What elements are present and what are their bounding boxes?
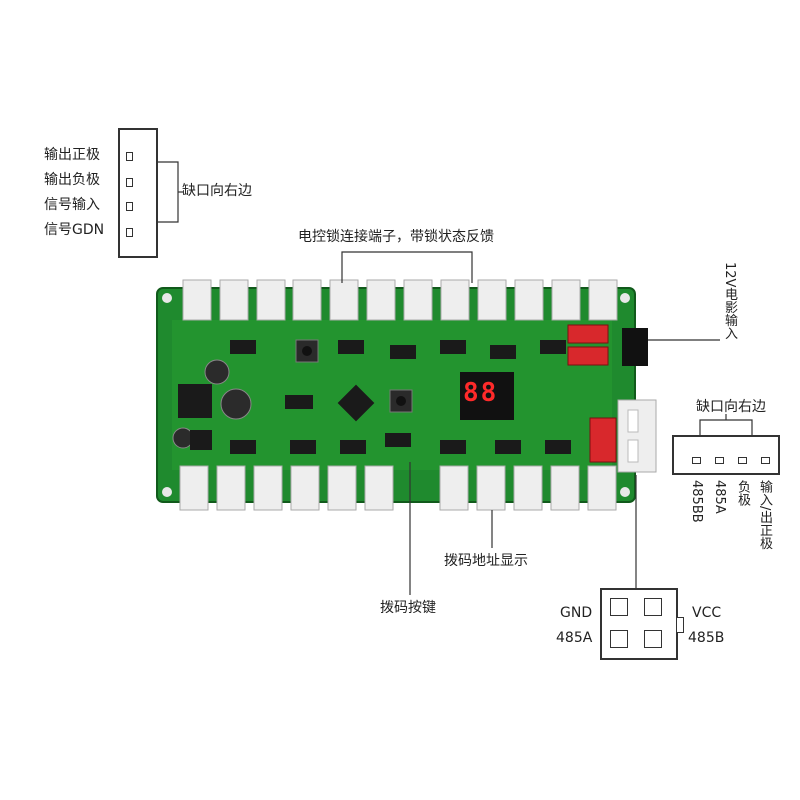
top-bracket	[341, 251, 473, 283]
top-connector	[477, 279, 507, 321]
right-pin-2	[715, 457, 724, 464]
ic-chip	[490, 345, 516, 359]
ic-chip	[390, 345, 416, 359]
top-connector	[551, 279, 581, 321]
right-pin-label-2: 485A	[712, 480, 727, 514]
regulator	[178, 384, 212, 418]
right-connector-box	[672, 435, 780, 475]
left-connector-box	[118, 128, 158, 258]
left-pin-1	[126, 152, 133, 161]
lock-terminal-label: 电控锁连接端子，带锁状态反馈	[298, 229, 494, 245]
red-connector	[567, 324, 609, 344]
plug-notch	[677, 617, 684, 633]
top-connector	[366, 279, 396, 321]
top-connector	[292, 279, 322, 321]
ic-chip	[495, 440, 521, 454]
buzzer	[190, 430, 212, 450]
ic-chip	[545, 440, 571, 454]
left-pin-label-3: 信号输入	[44, 197, 100, 213]
plug-pin-485b	[644, 630, 662, 648]
top-connector	[182, 279, 212, 321]
ic-chip	[440, 340, 466, 354]
right-pin-1	[692, 457, 701, 464]
bottom-connector	[179, 465, 209, 511]
bottom-connector	[587, 465, 617, 511]
left-notch-bracket	[158, 161, 179, 223]
top-connectors	[182, 279, 618, 321]
dip-button-label: 拨码按键	[380, 600, 436, 616]
ic-chips	[230, 340, 571, 454]
ic-chip	[540, 340, 566, 354]
top-connector	[588, 279, 618, 321]
mount-hole	[620, 293, 630, 303]
right-notch-label: 缺口向右边	[696, 399, 766, 415]
ic-chip	[385, 433, 411, 447]
power-input-label: 12V电影输入	[722, 262, 737, 340]
right-pin-label-4: 输入/出正极	[757, 480, 772, 550]
plug-pin-vcc	[644, 598, 662, 616]
bottom-connector	[550, 465, 580, 511]
seven-segment-display	[460, 372, 514, 420]
plug-label-485a: 485A	[556, 630, 593, 646]
ic-chip	[440, 440, 466, 454]
top-connector	[219, 279, 249, 321]
ic-chip	[230, 340, 256, 354]
ic-chip	[340, 440, 366, 454]
ic-chip	[338, 340, 364, 354]
top-connector	[403, 279, 433, 321]
bottom-connector	[290, 465, 320, 511]
mount-hole	[162, 487, 172, 497]
ic-chip	[285, 395, 313, 409]
plug-label-gnd: GND	[560, 605, 593, 621]
bottom-connector	[364, 465, 394, 511]
plug-label-vcc: VCC	[692, 605, 722, 621]
right-pin-3	[738, 457, 747, 464]
left-pin-label-4: 信号GDN	[44, 222, 105, 238]
mount-hole	[620, 487, 630, 497]
top-connector	[514, 279, 544, 321]
segment-digits: 88	[463, 378, 499, 408]
bottom-connector	[476, 465, 506, 511]
right-pin-4	[761, 457, 770, 464]
bottom-connector	[327, 465, 357, 511]
capacitor	[220, 388, 252, 420]
left-pin-3	[126, 202, 133, 211]
dc-jack	[622, 328, 648, 366]
ic-chip	[230, 440, 256, 454]
top-connector	[256, 279, 286, 321]
plug-pin-485a	[610, 630, 628, 648]
bottom-connector	[513, 465, 543, 511]
top-connector	[329, 279, 359, 321]
bottom-connector	[253, 465, 283, 511]
ic-chip	[290, 440, 316, 454]
left-notch-label: 缺口向右边	[182, 183, 252, 199]
red-connector	[567, 346, 609, 366]
dip-display-label: 拨码地址显示	[444, 553, 528, 569]
right-pin-label-3: 负极	[735, 480, 750, 506]
top-connector	[440, 279, 470, 321]
plug-label-485b: 485B	[688, 630, 725, 646]
plug-pin-gnd	[610, 598, 628, 616]
left-pin-2	[126, 178, 133, 187]
bottom-connectors	[179, 465, 617, 511]
red-connector	[589, 417, 617, 463]
left-pin-label-1: 输出正极	[44, 147, 100, 163]
bottom-connector	[439, 465, 469, 511]
left-pin-label-2: 输出负极	[44, 172, 100, 188]
right-notch-bracket	[699, 419, 753, 435]
bottom-connector	[216, 465, 246, 511]
mount-hole	[162, 293, 172, 303]
annotation-lines	[158, 161, 753, 595]
left-pin-4	[126, 228, 133, 237]
right-pin-label-1: 485BB	[689, 480, 704, 523]
capacitor	[204, 359, 230, 385]
mcu-chip	[337, 384, 375, 422]
